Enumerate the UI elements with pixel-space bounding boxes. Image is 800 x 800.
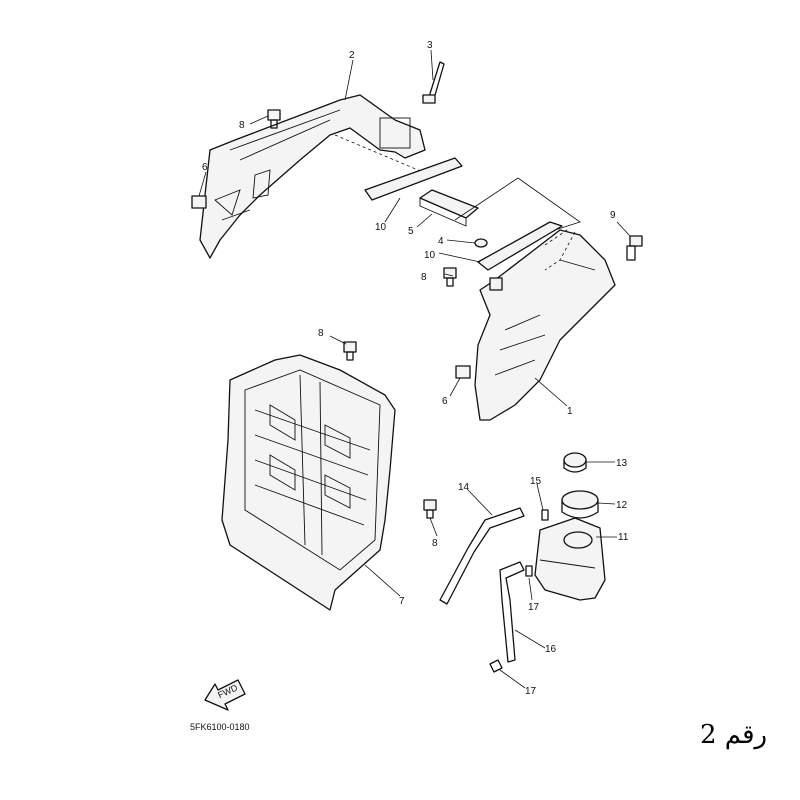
forward-direction-arrow: FWD	[204, 679, 246, 711]
callout-6b: 6	[442, 396, 448, 407]
callout-8d: 8	[432, 538, 438, 549]
callout-13: 13	[616, 458, 628, 469]
callout-2: 2	[349, 50, 355, 61]
part-block-5	[419, 189, 479, 227]
part-reservoir-tank-11	[534, 517, 606, 601]
callout-5: 5	[408, 226, 414, 237]
callout-6a: 6	[202, 162, 208, 173]
callout-1: 1	[567, 406, 573, 417]
callout-8a: 8	[239, 120, 245, 131]
part-bolt-8a	[267, 109, 281, 129]
part-side-cover-1	[454, 177, 616, 421]
callout-8c: 8	[318, 328, 324, 339]
callout-12: 12	[616, 500, 628, 511]
callout-labels: 2 3 8 6 10 5 4 10 8 9 8 6 1 8 7 13 12 11…	[202, 40, 629, 697]
callout-8b: 8	[421, 272, 427, 283]
part-bolt-9	[626, 235, 643, 261]
callout-3: 3	[427, 40, 433, 51]
callout-10b: 10	[424, 250, 436, 261]
part-cap-ring-12	[561, 490, 599, 519]
part-bolt-8c	[343, 341, 357, 361]
part-upper-bracket	[199, 94, 431, 259]
part-bolt-8d	[423, 499, 437, 519]
callout-17a: 17	[528, 602, 540, 613]
leader-lines	[198, 49, 631, 689]
callout-4: 4	[438, 236, 444, 247]
callout-17b: 17	[525, 686, 537, 697]
callout-14: 14	[458, 482, 470, 493]
callout-15: 15	[530, 476, 542, 487]
callout-7: 7	[399, 596, 405, 607]
part-hose-16	[499, 561, 525, 663]
part-bolt-3	[422, 61, 445, 104]
part-hose-14	[439, 507, 525, 605]
part-clamp-17a	[525, 565, 533, 577]
callout-10a: 10	[375, 222, 387, 233]
callout-9: 9	[610, 210, 616, 221]
drawing-code: 5FK6100-0180	[190, 722, 250, 732]
figure-caption: رقم 2	[700, 720, 768, 750]
part-washer-4	[474, 238, 488, 248]
part-clip-6a	[191, 195, 207, 209]
part-cap-13	[563, 452, 587, 473]
part-rubber-strip-10b	[477, 221, 563, 271]
part-radiator-guard-7	[221, 354, 396, 611]
part-clip-6b	[455, 365, 471, 379]
part-clamp-17b	[489, 659, 503, 673]
part-bolt-8b	[443, 267, 457, 287]
part-clamp-15	[541, 509, 549, 521]
callout-11: 11	[618, 532, 629, 543]
part-rubber-strip-10a	[364, 157, 463, 201]
callout-16: 16	[545, 644, 557, 655]
